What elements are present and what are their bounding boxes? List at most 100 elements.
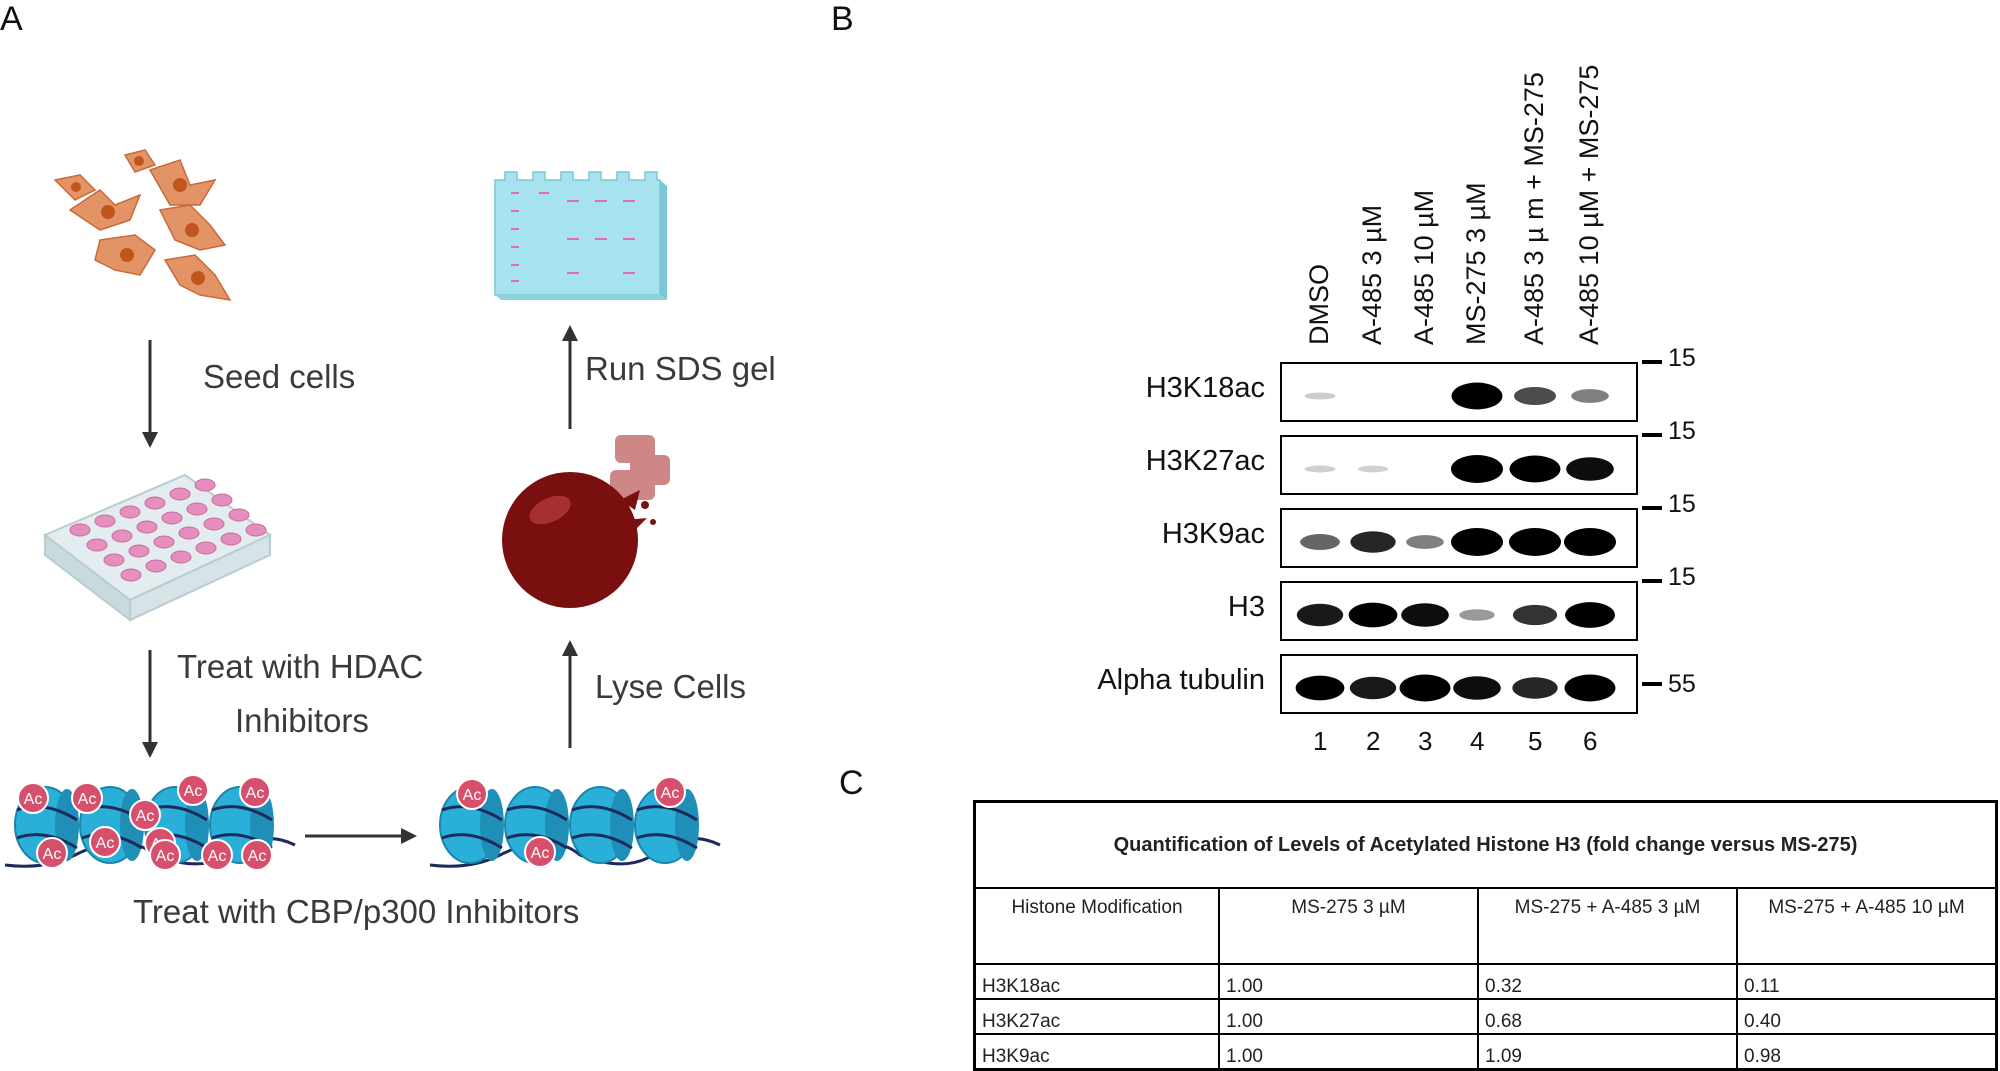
table-row: H3K27ac 1.00 0.68 0.40 bbox=[975, 999, 1997, 1034]
table-cell: 0.40 bbox=[1737, 999, 1997, 1034]
acetyl-badge: Ac bbox=[178, 775, 208, 805]
blot-band bbox=[1565, 602, 1615, 628]
lane-header: MS-275 3 µM bbox=[1461, 182, 1492, 345]
blot-box bbox=[1280, 654, 1638, 714]
svg-text:Ac: Ac bbox=[208, 848, 227, 865]
blot-band bbox=[1297, 604, 1344, 627]
svg-text:Ac: Ac bbox=[78, 791, 97, 808]
marker-label: 55 bbox=[1668, 670, 1696, 699]
arrow-right bbox=[305, 826, 420, 846]
arrow-up-1 bbox=[560, 640, 580, 750]
lane-header: A-485 3 µM bbox=[1357, 205, 1388, 345]
blot-band bbox=[1350, 677, 1397, 700]
acetyl-badge: Ac bbox=[150, 840, 180, 870]
marker-tick bbox=[1642, 579, 1668, 585]
blot-band bbox=[1509, 528, 1561, 556]
svg-text:Ac: Ac bbox=[248, 848, 267, 865]
acetyl-badge: Ac bbox=[242, 840, 272, 870]
lysed-cell-icon bbox=[495, 430, 685, 610]
blot-band bbox=[1452, 383, 1503, 410]
lane-number: 3 bbox=[1418, 726, 1432, 757]
table-cell: H3K18ac bbox=[975, 964, 1220, 999]
blot-band bbox=[1406, 535, 1444, 549]
blot-box bbox=[1280, 508, 1638, 568]
blot-band bbox=[1565, 675, 1616, 702]
blot-band bbox=[1400, 675, 1451, 702]
marker-tick bbox=[1642, 682, 1668, 688]
acetyl-badge: Ac bbox=[655, 777, 685, 807]
marker-label: 15 bbox=[1668, 417, 1696, 446]
lane-number: 6 bbox=[1583, 726, 1597, 757]
table-cell: 0.32 bbox=[1478, 964, 1737, 999]
lyse-cells-label: Lyse Cells bbox=[595, 668, 746, 706]
blot-band bbox=[1514, 387, 1556, 405]
cells-icon bbox=[40, 150, 250, 310]
marker-tick bbox=[1642, 360, 1668, 366]
table-cell: 1.09 bbox=[1478, 1034, 1737, 1070]
blot-band bbox=[1300, 534, 1340, 550]
table-row: H3K18ac 1.00 0.32 0.11 bbox=[975, 964, 1997, 999]
acetyl-badge: Ac bbox=[90, 827, 120, 857]
table-cell: 1.00 bbox=[1219, 1034, 1478, 1070]
acetyl-badge: Ac bbox=[72, 783, 102, 813]
blot-row-label: Alpha tubulin bbox=[1097, 664, 1265, 697]
lane-header: A-485 3 µ m + MS-275 bbox=[1519, 72, 1550, 345]
cbp-label: Treat with CBP/p300 Inhibitors bbox=[133, 893, 579, 931]
table-caption: Quantification of Levels of Acetylated H… bbox=[975, 802, 1997, 889]
table-cell: 0.68 bbox=[1478, 999, 1737, 1034]
marker-tick bbox=[1642, 506, 1668, 512]
table-header-cell: MS-275 + A-485 10 µM bbox=[1737, 888, 1997, 964]
blot-band bbox=[1358, 466, 1389, 473]
blot-box bbox=[1280, 362, 1638, 422]
lane-header: DMSO bbox=[1304, 264, 1335, 345]
table-row: H3K9ac 1.00 1.09 0.98 bbox=[975, 1034, 1997, 1070]
blot-band bbox=[1401, 603, 1449, 627]
lane-number: 5 bbox=[1528, 726, 1542, 757]
blot-band bbox=[1296, 676, 1345, 701]
blot-row-label: H3K18ac bbox=[1146, 372, 1265, 405]
blot-band bbox=[1566, 457, 1614, 481]
blot-band bbox=[1459, 609, 1495, 621]
marker-label: 15 bbox=[1668, 563, 1696, 592]
arrow-down-1 bbox=[140, 340, 160, 450]
blot-row-label: H3K9ac bbox=[1162, 518, 1265, 551]
svg-text:Ac: Ac bbox=[661, 785, 680, 802]
table-cell: H3K9ac bbox=[975, 1034, 1220, 1070]
blot-row-label: H3K27ac bbox=[1146, 445, 1265, 478]
arrow-up-2 bbox=[560, 325, 580, 430]
acetyl-badge: Ac bbox=[525, 837, 555, 867]
table-cell: 1.00 bbox=[1219, 964, 1478, 999]
hdac-label-line2: Inhibitors bbox=[235, 702, 369, 740]
svg-text:Ac: Ac bbox=[156, 848, 175, 865]
lane-number: 2 bbox=[1366, 726, 1380, 757]
acetyl-badge: Ac bbox=[37, 838, 67, 868]
acetyl-badge: Ac bbox=[202, 840, 232, 870]
marker-label: 15 bbox=[1668, 490, 1696, 519]
panel-a-letter: A bbox=[0, 0, 23, 39]
blot-band bbox=[1451, 528, 1503, 556]
panel-c-letter: C bbox=[839, 764, 864, 803]
seed-cells-label: Seed cells bbox=[203, 358, 355, 396]
blot-band bbox=[1512, 677, 1557, 698]
blot-band bbox=[1564, 528, 1616, 556]
table-cell: H3K27ac bbox=[975, 999, 1220, 1034]
blot-band bbox=[1451, 455, 1503, 483]
svg-text:Ac: Ac bbox=[463, 787, 482, 804]
hdac-label-line1: Treat with HDAC bbox=[177, 648, 423, 686]
blot-band bbox=[1350, 531, 1395, 552]
blot-band bbox=[1304, 392, 1335, 399]
blot-band bbox=[1305, 466, 1336, 473]
table-header-cell: Histone Modification bbox=[975, 888, 1220, 964]
quantification-table: Quantification of Levels of Acetylated H… bbox=[973, 800, 1998, 1071]
svg-text:Ac: Ac bbox=[96, 835, 115, 852]
blot-band bbox=[1453, 676, 1501, 700]
blot-band bbox=[1510, 456, 1561, 483]
table-cell: 0.11 bbox=[1737, 964, 1997, 999]
well-plate-icon bbox=[35, 465, 275, 625]
arrow-down-2 bbox=[140, 650, 160, 760]
table-cell: 0.98 bbox=[1737, 1034, 1997, 1070]
lane-number: 1 bbox=[1313, 726, 1327, 757]
lane-number: 4 bbox=[1470, 726, 1484, 757]
